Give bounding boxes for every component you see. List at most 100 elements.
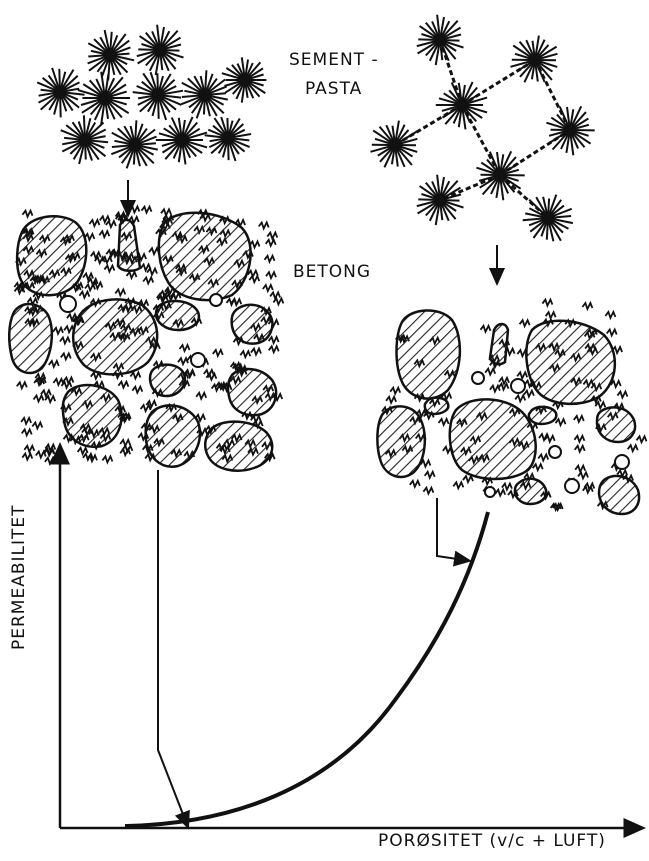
air-pore: [485, 487, 495, 497]
paste-squiggle: [106, 221, 116, 227]
cement-grain: [88, 30, 135, 80]
aggregate-stone: [599, 476, 639, 514]
leader-dense-concrete: [158, 470, 186, 822]
paste-squiggle: [127, 272, 137, 278]
paste-squiggle: [248, 271, 258, 277]
porous-concrete-block: [377, 300, 646, 514]
paste-squiggle: [410, 481, 420, 487]
aggregate-stone: [450, 399, 536, 479]
cement-grain: [137, 25, 184, 75]
concrete-label: BETONG: [293, 262, 371, 282]
paste-squiggle: [99, 231, 109, 237]
cement-grain: [436, 82, 487, 129]
paste-squiggle: [249, 276, 259, 282]
paste-squiggle: [595, 402, 605, 408]
paste-squiggle: [147, 269, 157, 275]
paste-squiggle: [23, 211, 33, 217]
paste-squiggle: [102, 456, 112, 462]
aggregate-stone: [159, 213, 251, 300]
paste-squiggle: [267, 233, 277, 239]
paste-squiggle: [605, 312, 615, 318]
aggregate-stone: [397, 310, 460, 398]
air-pore: [210, 294, 222, 306]
air-pore: [60, 296, 76, 312]
paste-squiggle: [143, 278, 153, 284]
paste-squiggle: [21, 418, 31, 424]
cement-grain: [156, 117, 207, 164]
paste-squiggle: [129, 207, 139, 213]
aggregate-stone: [515, 479, 546, 504]
paste-squiggle: [266, 240, 276, 246]
paste-squiggle: [104, 266, 114, 272]
aggregate-stone: [232, 305, 273, 344]
paste-squiggle: [213, 350, 223, 356]
paste-squiggle: [32, 423, 42, 429]
paste-squiggle: [578, 472, 588, 478]
paste-squiggle: [490, 386, 500, 392]
paste-squiggle: [265, 256, 275, 262]
paste-squiggle: [524, 391, 534, 397]
paste-squiggle: [251, 349, 261, 355]
paste-squiggle: [386, 397, 396, 403]
paste-squiggle: [546, 312, 556, 318]
aggregate-stone: [118, 220, 140, 271]
aggregate-stone: [9, 304, 52, 373]
paste-squiggle: [575, 466, 585, 472]
paste-squiggle: [132, 387, 142, 393]
cement-grain: [523, 195, 573, 242]
air-pore: [511, 379, 525, 393]
dense-cement-paste-cluster: [37, 25, 266, 169]
aggregate-stone: [377, 406, 424, 477]
paste-squiggle: [263, 285, 273, 291]
paste-squiggle: [149, 248, 159, 254]
paste-squiggle: [617, 392, 627, 398]
paste-squiggle: [453, 482, 463, 488]
paste-squiggle: [22, 429, 32, 435]
paste-squiggle: [83, 274, 93, 280]
paste-squiggle: [178, 358, 188, 364]
air-pore: [565, 479, 579, 493]
paste-squiggle: [53, 328, 63, 334]
aggregate-stone: [146, 405, 200, 466]
paste-squiggle: [481, 326, 491, 332]
paste-squiggle: [24, 446, 34, 452]
aggregate-stone: [156, 301, 199, 330]
aggregate-stone: [17, 216, 86, 295]
paste-squiggle: [91, 252, 101, 258]
permeability-curve: [125, 512, 488, 826]
paste-squiggle: [240, 351, 250, 357]
air-pore: [549, 446, 561, 458]
paste-squiggle: [269, 346, 279, 352]
paste-squiggle: [45, 458, 55, 464]
air-pore: [615, 455, 629, 469]
paste-squiggle: [61, 353, 71, 359]
cement-grain: [37, 68, 84, 118]
paste-squiggle: [60, 338, 70, 344]
paste-squiggle: [574, 436, 584, 442]
paste-squiggle: [515, 395, 525, 401]
cement-grain: [546, 106, 594, 155]
aggregate-stone: [597, 407, 635, 442]
paste-squiggle: [142, 207, 152, 213]
paste-squiggle: [259, 223, 269, 229]
aggregate-stone: [150, 365, 185, 396]
paste-squiggle: [542, 300, 552, 306]
paste-squiggle: [120, 449, 130, 455]
leader-porous-concrete: [437, 498, 464, 560]
paste-link: [440, 175, 500, 200]
paste-squiggle: [45, 396, 55, 402]
paste-squiggle: [118, 382, 128, 388]
paste-squiggle: [607, 330, 617, 336]
aggregate-stone: [425, 398, 448, 414]
cement-grain: [476, 151, 524, 200]
paste-squiggle: [520, 320, 530, 326]
porous-cement-paste-cluster: [371, 15, 595, 242]
paste-squiggle: [85, 284, 95, 290]
cement-grain: [133, 72, 183, 120]
paste-squiggle: [439, 419, 449, 425]
paste-squiggle: [582, 303, 592, 309]
cement-grain: [181, 70, 228, 118]
paste-squiggle: [141, 405, 151, 411]
paste-squiggle: [89, 220, 99, 226]
